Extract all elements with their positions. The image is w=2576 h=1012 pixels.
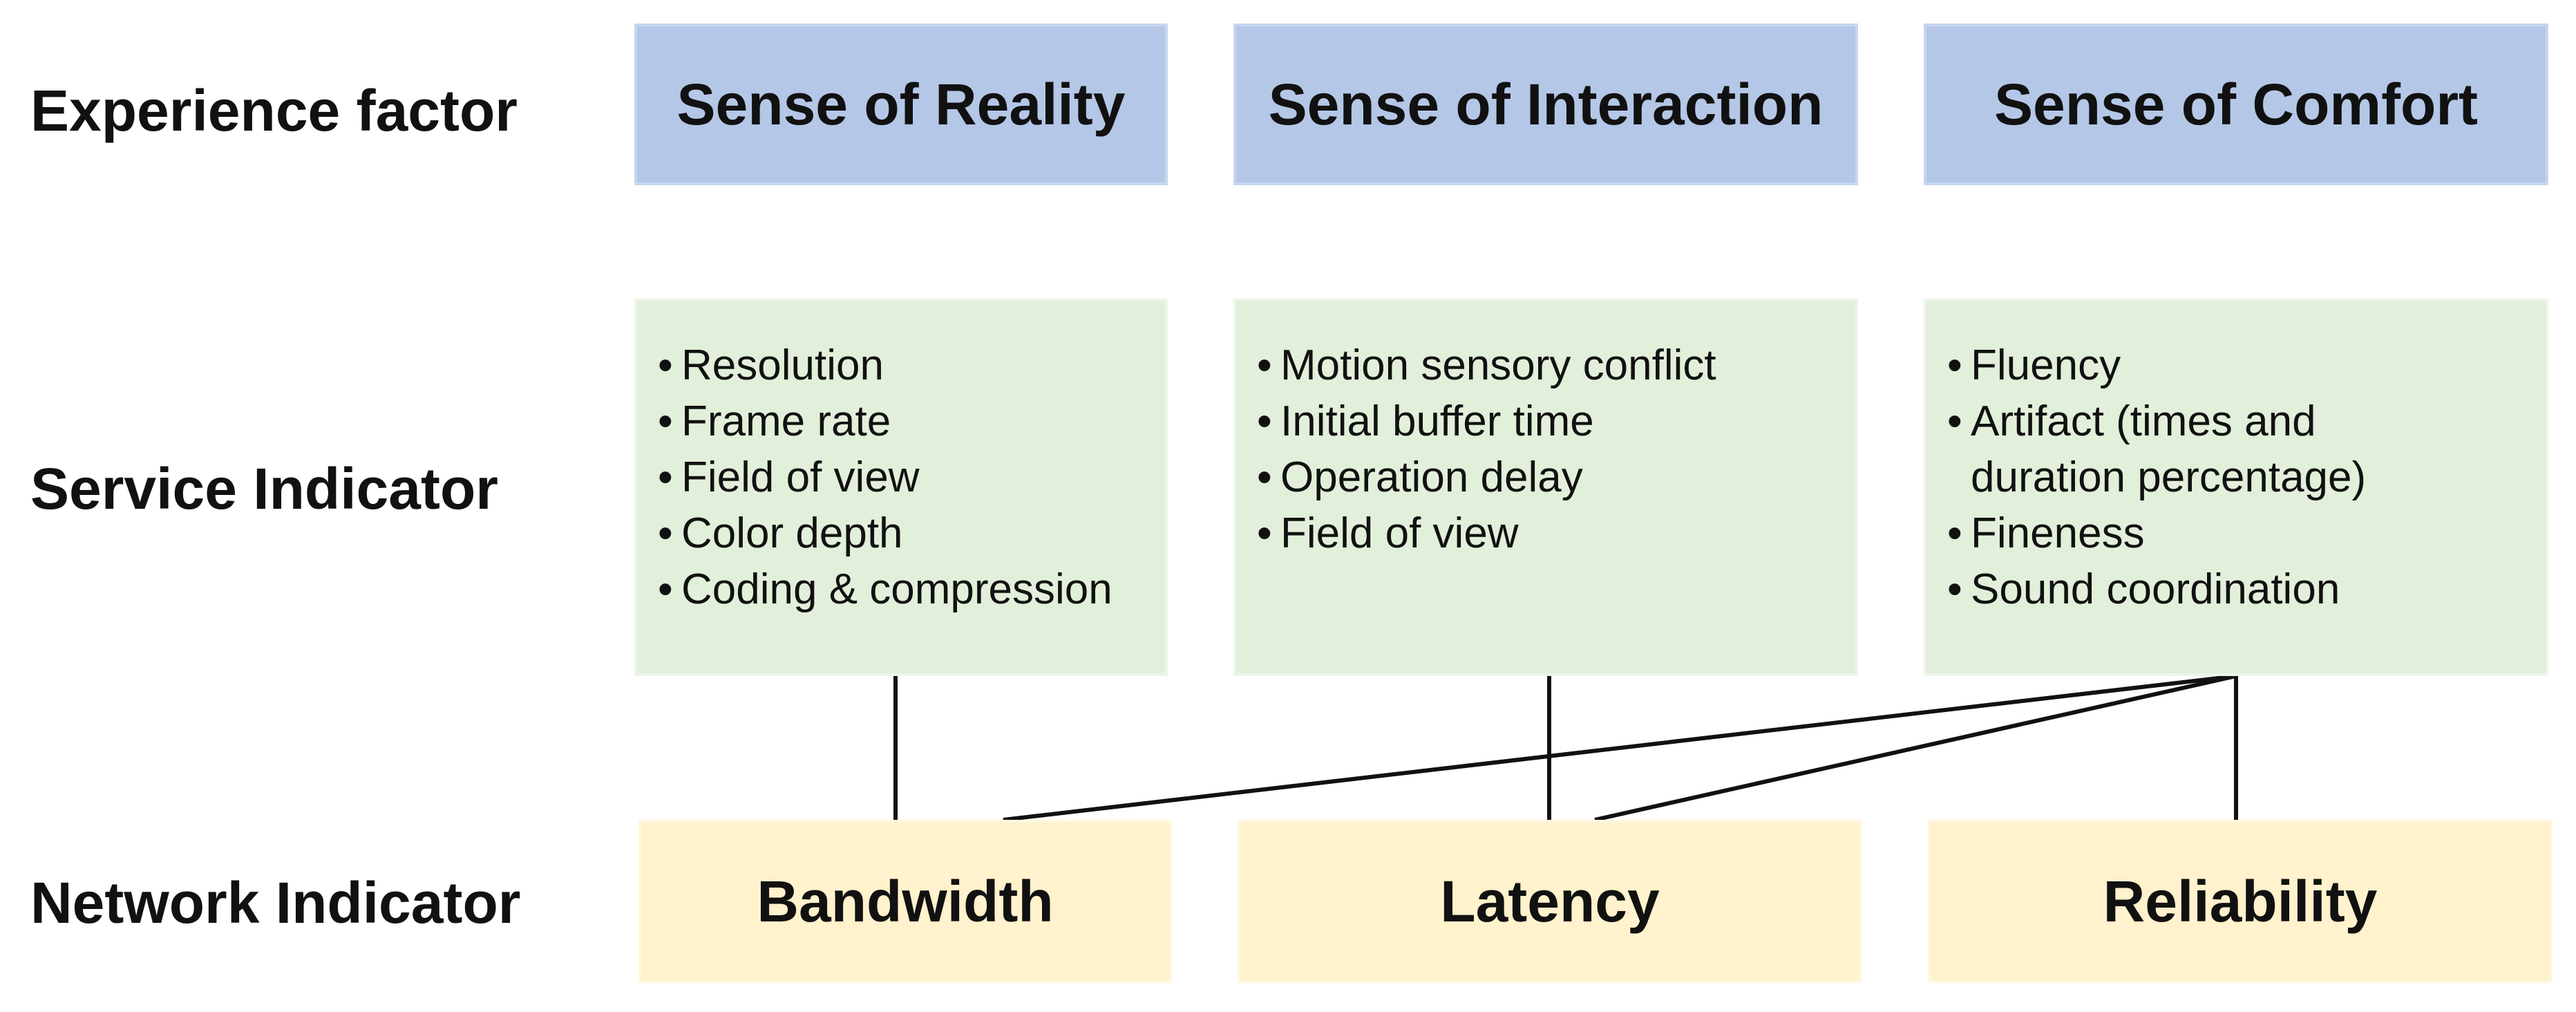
service-indicator-label: Service Indicator [30, 456, 498, 521]
network-title: Bandwidth [757, 868, 1054, 934]
service-item: Operation delay [1257, 449, 1855, 505]
connector-comfort-latency [1594, 674, 2237, 822]
service-item: Field of view [658, 449, 1165, 505]
service-item: Color depth [658, 505, 1165, 561]
experience-title: Sense of Interaction [1268, 71, 1824, 137]
service-list: Resolution Frame rate Field of view Colo… [658, 337, 1165, 617]
experience-box-reality: Sense of Reality [634, 24, 1168, 185]
service-list: Motion sensory conflict Initial buffer t… [1257, 337, 1855, 561]
service-list: Fluency Artifact (times and duration per… [1947, 337, 2546, 617]
network-box-latency: Latency [1238, 820, 1862, 983]
service-item: Sound coordination [1947, 561, 2546, 617]
network-box-bandwidth: Bandwidth [638, 820, 1172, 983]
service-item: Initial buffer time [1257, 393, 1855, 449]
service-box-interaction: Motion sensory conflict Initial buffer t… [1233, 299, 1858, 676]
service-item: Fineness [1947, 505, 2546, 561]
experience-box-interaction: Sense of Interaction [1233, 24, 1858, 185]
network-box-reliability: Reliability [1928, 820, 2553, 983]
connector-comfort-bandwidth [1003, 674, 2237, 822]
service-item: Coding & compression [658, 561, 1165, 617]
network-indicator-label: Network Indicator [30, 870, 521, 935]
network-title: Reliability [2103, 868, 2378, 934]
service-item: Frame rate [658, 393, 1165, 449]
experience-box-comfort: Sense of Comfort [1924, 24, 2548, 185]
experience-title: Sense of Reality [676, 71, 1126, 137]
service-item: Resolution [658, 337, 1165, 393]
service-box-comfort: Fluency Artifact (times and duration per… [1924, 299, 2548, 676]
service-item: Artifact (times and [1947, 393, 2546, 449]
experience-factor-label: Experience factor [30, 78, 518, 143]
service-item-continuation: duration percentage) [1971, 453, 2367, 501]
service-item: Field of view [1257, 505, 1855, 561]
service-box-reality: Resolution Frame rate Field of view Colo… [634, 299, 1168, 676]
experience-title: Sense of Comfort [1993, 71, 2479, 137]
network-title: Latency [1440, 868, 1660, 934]
service-item: Motion sensory conflict [1257, 337, 1855, 393]
service-item: Fluency [1947, 337, 2546, 393]
